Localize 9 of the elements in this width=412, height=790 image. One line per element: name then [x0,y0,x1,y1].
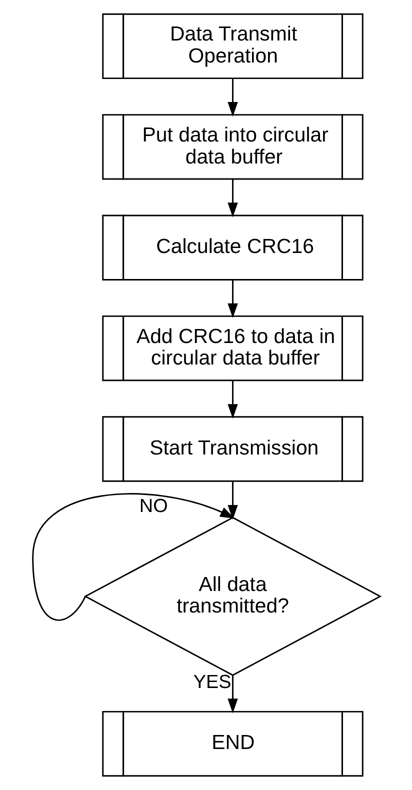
arrow [227,280,238,318]
arrow [227,380,238,419]
arrow [227,179,238,218]
arrow [227,676,238,714]
edge-label: NO [138,496,168,517]
arrow [227,482,238,520]
node-diamond: All data transmitted? [83,516,382,676]
arrow [227,78,238,117]
arrow [32,493,234,621]
